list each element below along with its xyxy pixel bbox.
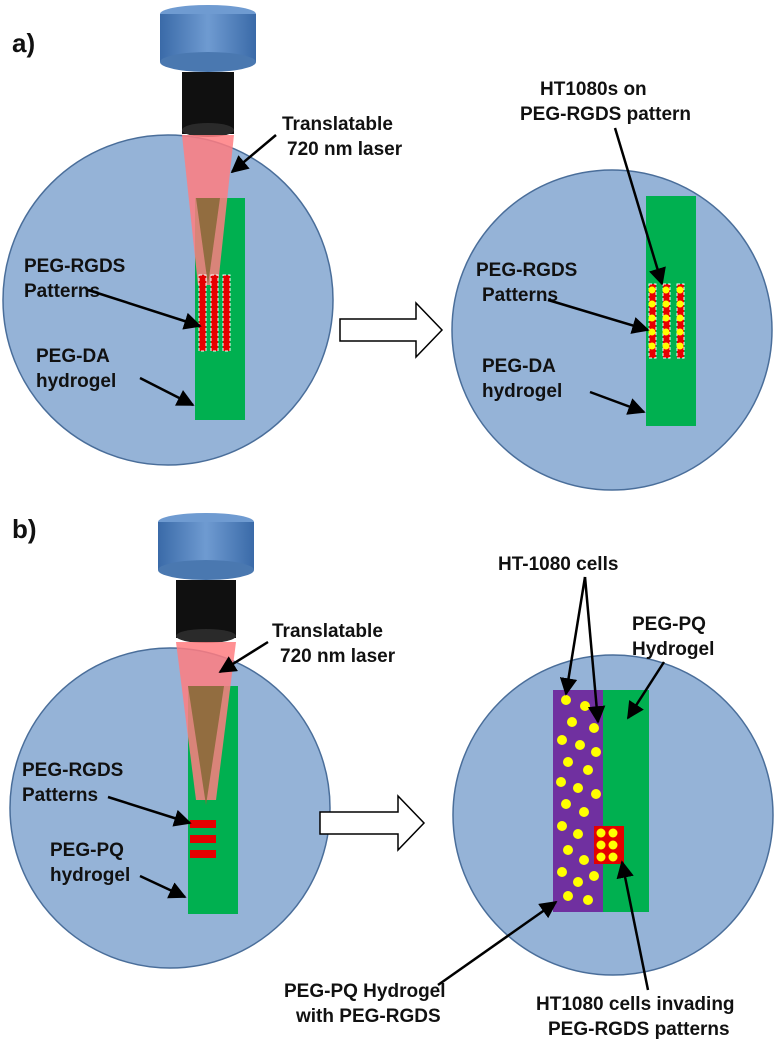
cells-label-b: HT-1080 cells	[498, 554, 618, 575]
patterns-label-a: PEG-RGDS Patterns	[24, 256, 131, 302]
ht1080-cells	[556, 695, 601, 905]
petri-dish	[2, 134, 334, 466]
hydrogel-label-a-right: PEG-DA hydrogel	[482, 356, 562, 402]
pattern-stripe	[198, 274, 207, 352]
hydrogel-label-b: PEG-PQ hydrogel	[50, 840, 130, 886]
cells-arrow-a	[613, 127, 666, 286]
hydrogel-arrow-a	[139, 376, 195, 407]
invading-cells	[596, 828, 618, 862]
cells-on-pattern-label: HT1080s on PEG-RGDS pattern	[520, 79, 691, 125]
panel-b-right-setup	[452, 654, 774, 976]
petri-dish	[9, 647, 331, 969]
patterns-arrow-a-right	[547, 298, 650, 334]
pattern-bar	[190, 820, 216, 828]
cells-arrow-b-2	[583, 576, 606, 724]
hydrogel-arrow-a-right	[589, 390, 646, 415]
invading-label: HT1080 cells invading PEG-RGDS patterns	[536, 994, 740, 1040]
pq-rgds-arrow	[437, 900, 558, 987]
patterns-arrow-b	[107, 795, 192, 827]
pattern-stripe	[222, 274, 231, 352]
pattern-stripe	[210, 274, 219, 352]
objective-base	[158, 560, 254, 580]
invading-arrow	[616, 860, 650, 991]
panel-a-right-setup	[451, 169, 773, 491]
objective-lens	[176, 580, 236, 638]
patterns-label-b: PEG-RGDS Patterns	[22, 760, 129, 806]
panel-a-left-setup	[2, 5, 334, 466]
pattern-bar	[190, 835, 216, 843]
pattern-bar	[190, 850, 216, 858]
panel-b-label: b)	[12, 514, 37, 544]
cells-arrow-b-1	[559, 576, 587, 696]
objective-lens-tip	[182, 123, 234, 137]
hydrogel-arrow-b	[139, 874, 187, 899]
panel-a-label: a)	[12, 28, 35, 58]
process-arrow-a	[339, 301, 444, 359]
panel-b-left-setup	[9, 513, 331, 969]
laser-label-b: Translatable 720 nm laser	[272, 621, 396, 667]
patterns-arrow-a	[87, 288, 202, 330]
laser-focus-cone	[188, 686, 224, 805]
pq-hydrogel-arrow	[626, 661, 666, 720]
process-arrow-b	[319, 794, 426, 852]
petri-dish	[451, 169, 773, 491]
objective-lens-tip	[176, 629, 236, 643]
pq-rgds-label: PEG-PQ Hydrogel with PEG-RGDS	[284, 981, 451, 1027]
laser-label-a: Translatable 720 nm laser	[282, 114, 403, 160]
cells-on-pattern	[648, 286, 684, 350]
laser-focus-cone	[196, 198, 220, 285]
laser-arrow-b	[218, 640, 269, 674]
patterns-label-a-right: PEG-RGDS Patterns	[476, 260, 583, 306]
objective-base	[160, 52, 256, 72]
hydrogel-label-a: PEG-DA hydrogel	[36, 346, 116, 392]
pq-hydrogel-label: PEG-PQ Hydrogel	[632, 614, 714, 660]
laser-arrow-a	[230, 134, 277, 174]
